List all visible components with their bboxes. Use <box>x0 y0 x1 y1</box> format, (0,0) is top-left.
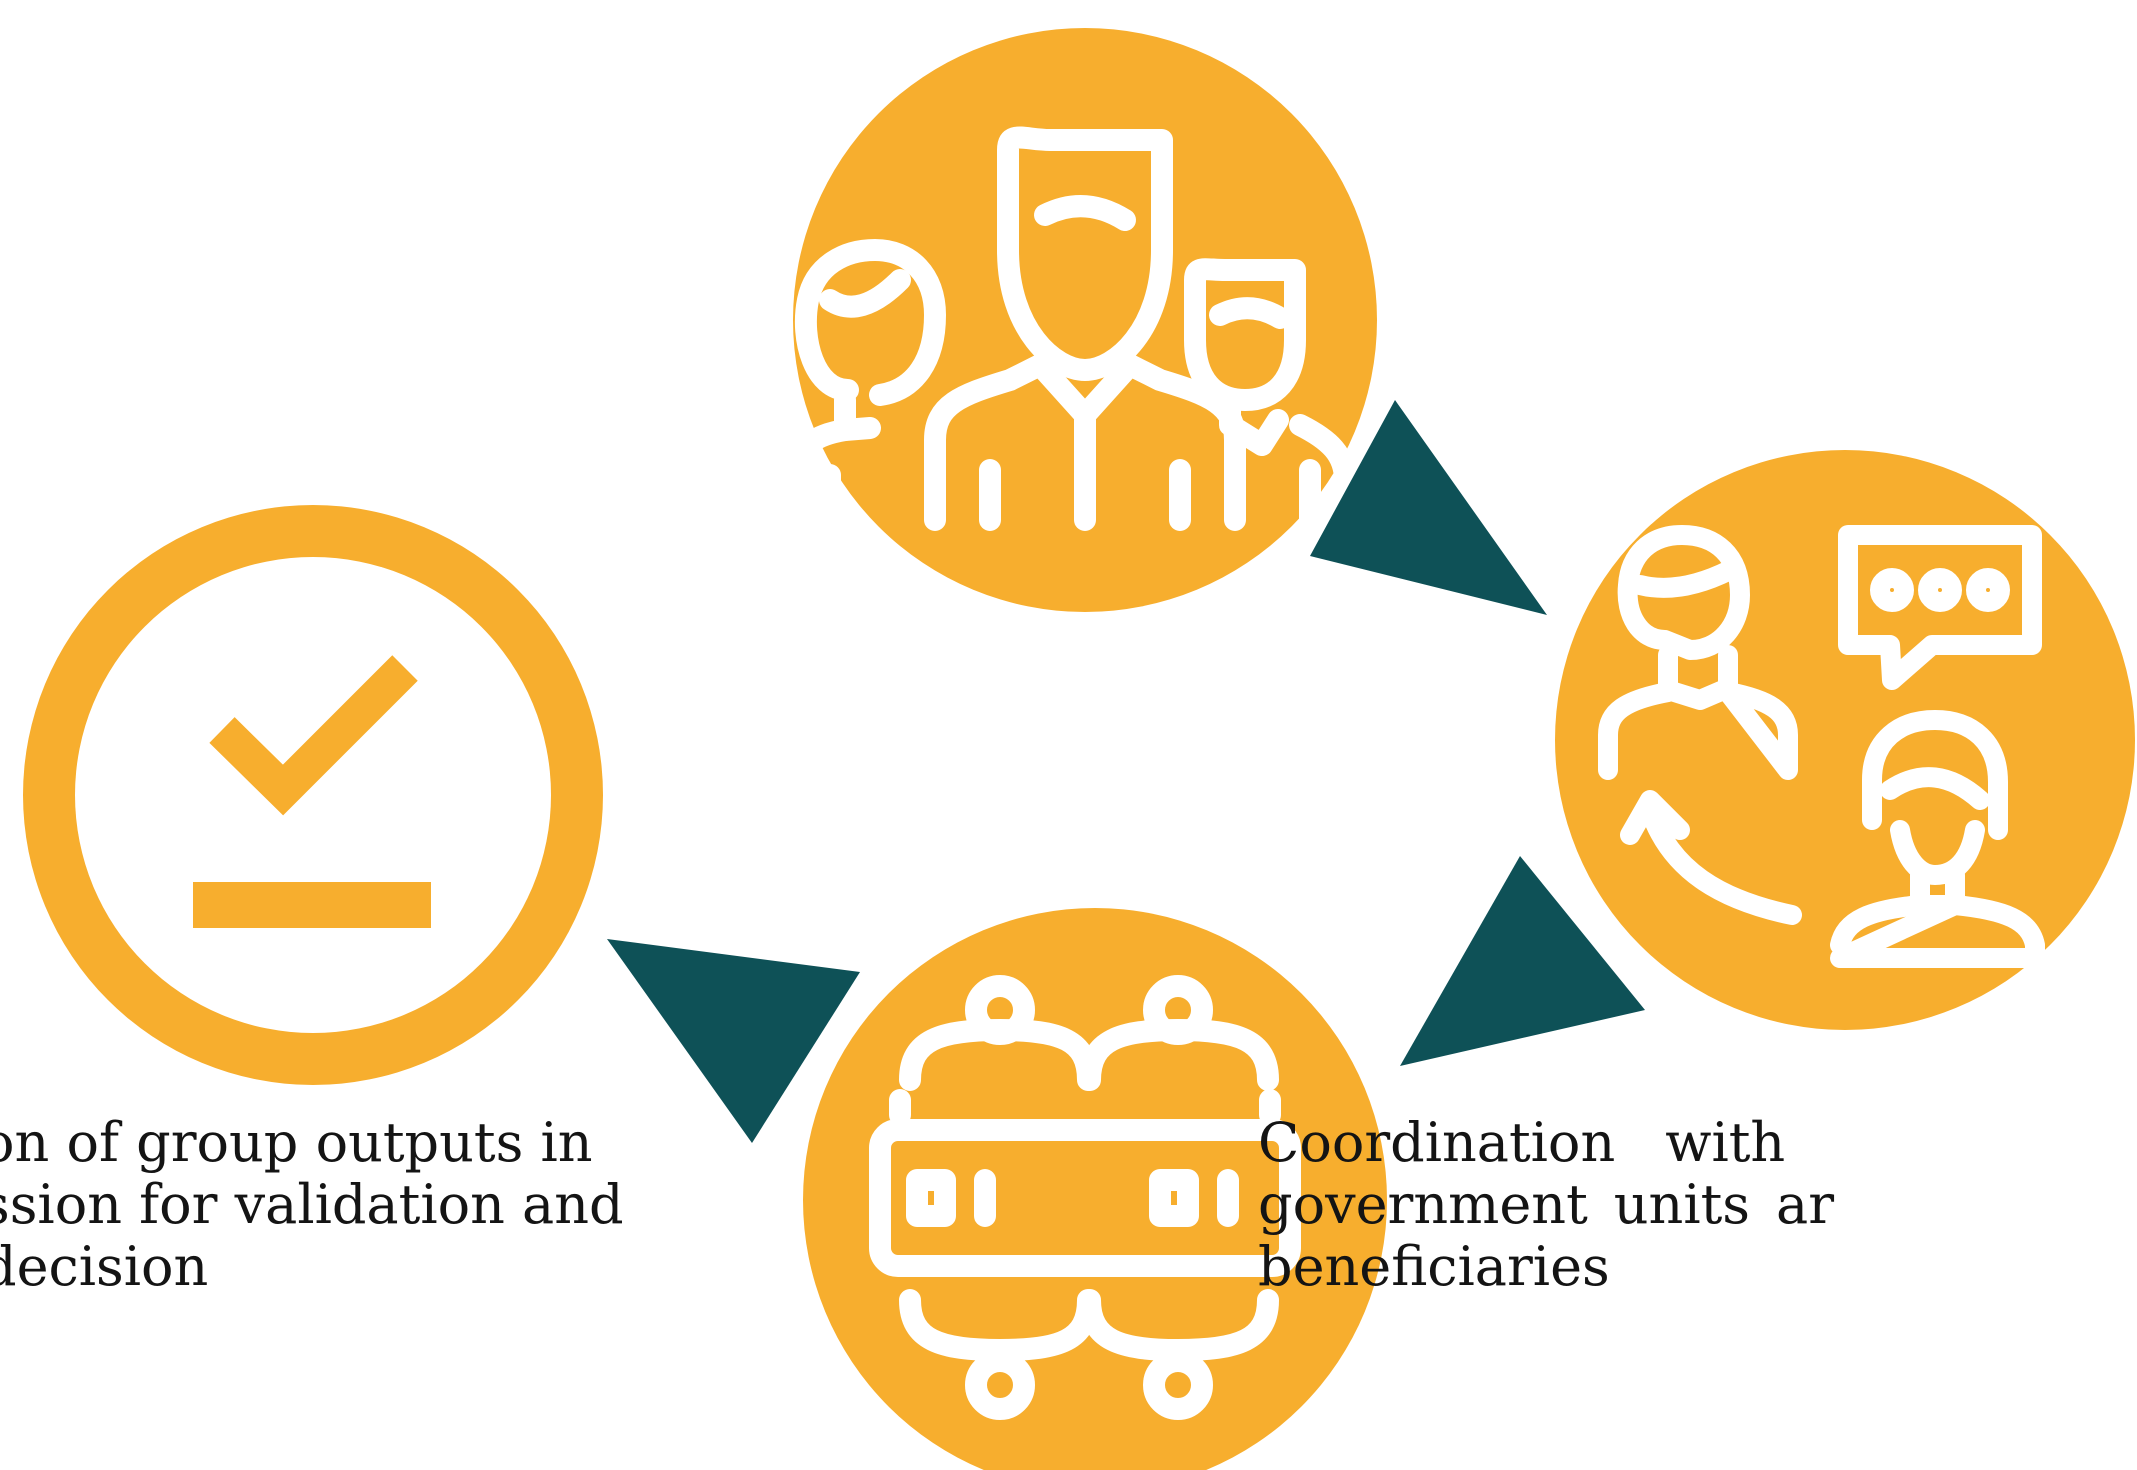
arrow-team-to-coordination <box>1310 400 1547 615</box>
arrow-head <box>607 939 860 1143</box>
group-of-people-icon <box>789 126 1356 531</box>
caption-word: outputs <box>315 1111 524 1174</box>
caption-right-line-1: Coordination with <box>1258 1112 2137 1174</box>
caption-word: Coordination <box>1258 1111 1616 1174</box>
arrow-head <box>1310 400 1547 615</box>
validation-inner-disc <box>75 557 551 1033</box>
arrow-coordination-to-meeting <box>1400 856 1645 1066</box>
caption-word: of <box>66 1111 119 1174</box>
meeting-table-icon <box>869 975 1301 1420</box>
arrow-head <box>1400 856 1645 1066</box>
caption-left-line-2: ssion for validation and <box>0 1173 624 1236</box>
node-validation <box>23 505 603 1085</box>
caption-left-line-1: on of group outputs in <box>0 1112 702 1174</box>
caption-word: units <box>1613 1173 1751 1236</box>
caption-word: ar <box>1776 1173 1835 1236</box>
caption-validation: on of group outputs in ssion for validat… <box>0 1112 702 1298</box>
caption-word: government <box>1258 1173 1588 1236</box>
caption-left-line-3: decision <box>0 1235 209 1298</box>
node-coordination <box>1555 450 2135 1030</box>
arrow-meeting-to-validation <box>607 939 860 1143</box>
checkmark-approval-icon <box>193 655 431 928</box>
people-conversation-icon <box>1598 525 2045 968</box>
node-team <box>789 28 1377 612</box>
caption-word: group <box>136 1111 299 1174</box>
caption-word: on <box>0 1111 50 1174</box>
caption-right-line-3: beneficiaries <box>1258 1235 1610 1298</box>
caption-word: with <box>1665 1111 1786 1174</box>
caption-word: in <box>540 1111 593 1174</box>
node-meeting <box>803 908 1387 1470</box>
